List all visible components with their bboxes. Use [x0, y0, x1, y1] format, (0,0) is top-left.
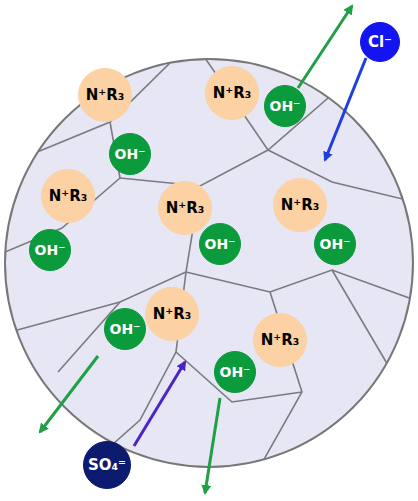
ion-circle — [110, 134, 151, 175]
ion-circle — [30, 230, 71, 271]
hydroxide-ion: OH⁻ — [214, 351, 256, 393]
amine-site: N⁺R₃ — [41, 169, 95, 223]
hydroxide-out-arrow — [40, 356, 98, 432]
ion-label: N⁺R₃ — [261, 333, 300, 348]
ion-label: SO₄⁼ — [88, 458, 126, 473]
ion-circle — [315, 224, 356, 265]
hydroxide-ion: OH⁻ — [29, 229, 71, 271]
sulfate-ion: SO₄⁼ — [83, 441, 131, 489]
bead-outline — [5, 59, 413, 467]
hydroxide-ion: OH⁻ — [314, 223, 356, 265]
amine-site: N⁺R₃ — [158, 181, 212, 235]
hydroxide-ion: OH⁻ — [104, 308, 146, 350]
ion-label: OH⁻ — [109, 322, 140, 336]
amine-site: N⁺R₃ — [145, 287, 199, 341]
sulfate-in-arrow — [134, 362, 185, 446]
hydroxide-out-arrow — [205, 398, 220, 493]
amine-site: N⁺R₃ — [205, 66, 259, 120]
polymer-network — [5, 58, 415, 470]
ion-circle — [79, 69, 132, 122]
ion-circle — [42, 170, 95, 223]
ion-circle — [105, 309, 146, 350]
ion-circle — [146, 288, 199, 341]
ion-circle — [200, 224, 241, 265]
amine-site: N⁺R₃ — [78, 68, 132, 122]
hydroxide-ion: OH⁻ — [264, 85, 306, 127]
ion-label: N⁺R₃ — [49, 189, 88, 204]
ion-label: OH⁻ — [219, 365, 250, 379]
ion-circle — [84, 442, 131, 489]
hydroxide-ion: OH⁻ — [109, 133, 151, 175]
ion-circle — [206, 67, 259, 120]
ion-label: N⁺R₃ — [281, 198, 320, 213]
ion-circle — [254, 314, 307, 367]
chloride-ion: Cl⁻ — [360, 22, 400, 62]
ion-label: OH⁻ — [204, 237, 235, 251]
hydroxide-out-arrow — [298, 6, 352, 88]
ion-circle — [361, 23, 400, 62]
ion-label: N⁺R₃ — [166, 201, 205, 216]
ion-label: OH⁻ — [34, 243, 65, 257]
hydroxide-ion: OH⁻ — [199, 223, 241, 265]
ion-circle — [274, 179, 327, 232]
chloride-in-arrow — [325, 58, 366, 160]
ion-circle — [265, 86, 306, 127]
ion-label: OH⁻ — [114, 147, 145, 161]
ion-label: N⁺R₃ — [213, 86, 252, 101]
ion-circle — [159, 182, 212, 235]
ion-label: OH⁻ — [319, 237, 350, 251]
ion-label: N⁺R₃ — [86, 88, 125, 103]
amine-site: N⁺R₃ — [273, 178, 327, 232]
ion-label: N⁺R₃ — [153, 307, 192, 322]
ion-label: Cl⁻ — [368, 35, 392, 50]
ion-label: OH⁻ — [269, 99, 300, 113]
amine-site: N⁺R₃ — [253, 313, 307, 367]
ion-circle — [215, 352, 256, 393]
